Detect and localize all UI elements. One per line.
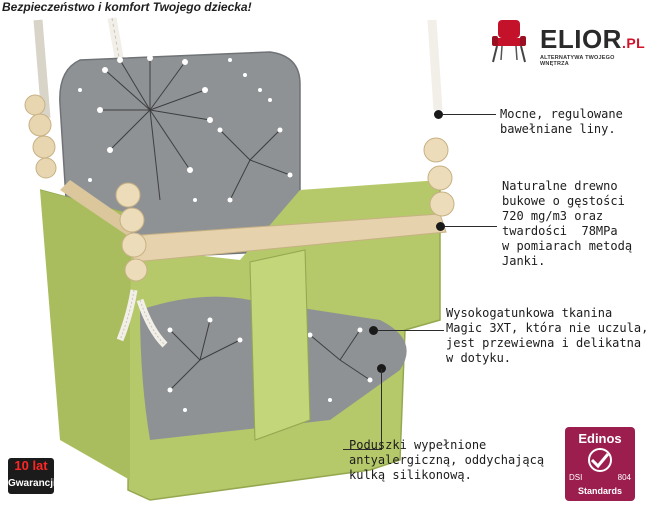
edinos-brand: Edinos xyxy=(578,431,622,446)
annotation-wood: Naturalne drewno bukowe o gęstości 720 m… xyxy=(502,179,633,268)
header-bar: Bezpieczeństwo i komfort Twojego dziecka… xyxy=(0,0,650,16)
leader-line-cushions-h xyxy=(343,449,382,450)
annotation-ropes: Mocne, regulowane bawełniane liny. xyxy=(500,107,623,136)
leader-line-ropes xyxy=(443,114,496,115)
edinos-standards-badge: Edinos DSI 804 Standards xyxy=(565,427,635,501)
logo-tagline: ALTERNATYWA TWOJEGO WNĘTRZA xyxy=(540,55,615,67)
pointer-dot-wood xyxy=(436,222,445,231)
wood-beads-front xyxy=(115,182,148,282)
edinos-dsi: DSI xyxy=(569,473,583,482)
check-emblem-icon xyxy=(588,448,612,472)
elior-logo[interactable]: ELIOR.PL ALTERNATYWA TWOJEGO WNĘTRZA xyxy=(480,14,645,70)
wood-beads-right xyxy=(423,137,455,217)
edinos-number: 804 xyxy=(617,473,631,482)
leader-line-wood xyxy=(445,226,497,227)
pointer-dot-ropes xyxy=(434,110,443,119)
logo-text: ELIOR.PL xyxy=(540,24,646,54)
wood-beads-left xyxy=(24,94,57,179)
pointer-dot-fabric xyxy=(369,326,378,335)
warranty-years: 10 lat xyxy=(14,458,48,473)
warranty-label: Gwarancji xyxy=(8,478,56,489)
edinos-standards: Standards xyxy=(577,486,622,496)
annotation-fabric: Wysokogatunkowa tkanina Magic 3XT, która… xyxy=(446,306,649,365)
annotation-cushions: Poduszki wypełnione antyalergiczną, oddy… xyxy=(349,438,545,482)
leader-line-cushions xyxy=(381,369,382,449)
page-title: Bezpieczeństwo i komfort Twojego dziecka… xyxy=(2,0,252,14)
warranty-badge: 10 lat Gwarancji xyxy=(8,458,56,494)
chair-icon xyxy=(492,20,526,63)
pointer-dot-cushions xyxy=(377,364,386,373)
leader-line-fabric xyxy=(378,330,444,331)
rope-right xyxy=(427,19,443,111)
